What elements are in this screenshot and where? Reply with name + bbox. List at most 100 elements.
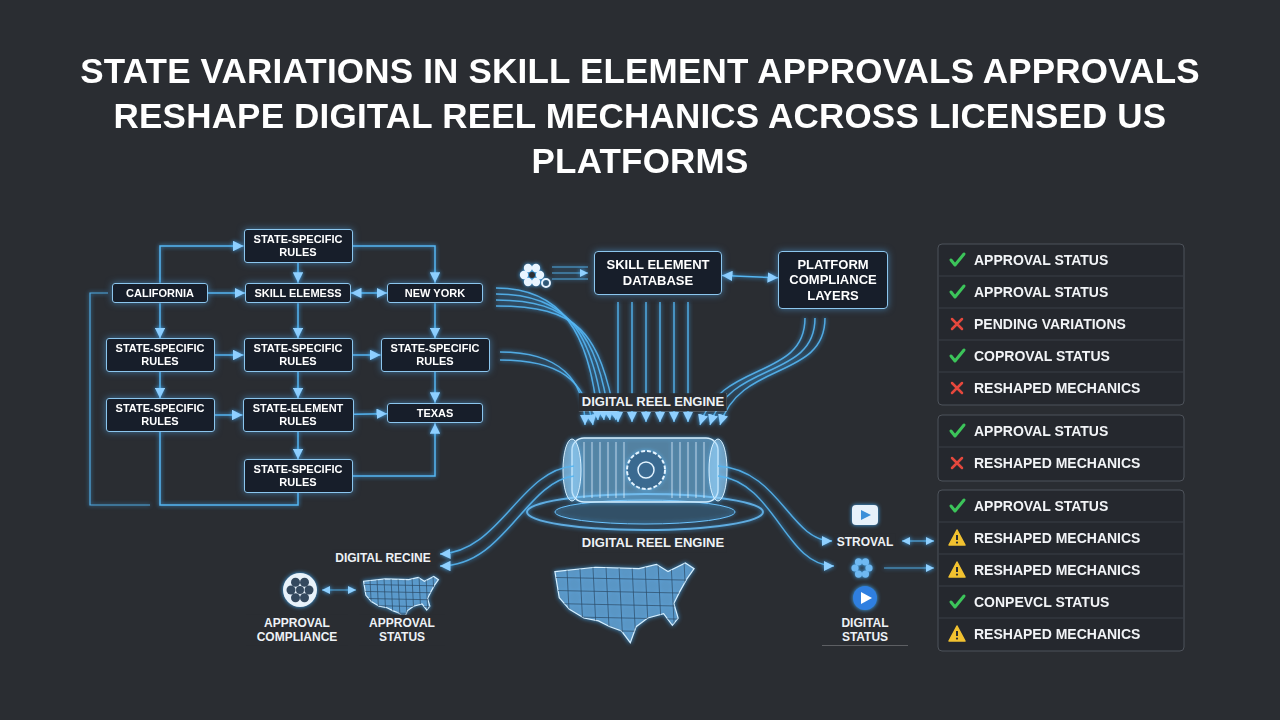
icon-dot — [296, 586, 304, 594]
rule-box: STATE-ELEMENT RULES — [243, 398, 354, 431]
state-border — [552, 590, 697, 593]
no-icon — [952, 319, 962, 329]
state-border — [645, 560, 649, 647]
flow-connector — [208, 292, 245, 294]
state-border — [552, 643, 697, 646]
rule-box: STATE-SPECIFIC RULES — [381, 338, 490, 371]
status-row: CONPEVCL STATUS — [974, 594, 1109, 611]
state-border — [580, 560, 584, 647]
flow-connector — [353, 423, 436, 476]
rule-box: STATE-SPECIFIC RULES — [106, 398, 215, 431]
icon-dot — [287, 586, 296, 595]
warning-triangle — [949, 530, 965, 545]
box-text: TEXAS — [395, 407, 475, 420]
engine-cap — [563, 439, 581, 501]
icon-petal — [855, 558, 862, 565]
rule-box: CALIFORNIA — [112, 283, 208, 304]
warn-icon — [949, 530, 965, 545]
diagram-label: DIGITAL STATUS — [822, 615, 908, 646]
status-row: APPROVAL STATUS — [974, 498, 1108, 515]
status-row: APPROVAL STATUS — [974, 252, 1108, 269]
ok-icon — [951, 286, 964, 297]
diagram-label: APPROVAL STATUS — [359, 615, 445, 646]
status-row: APPROVAL STATUS — [974, 423, 1108, 440]
flow-line — [718, 466, 832, 541]
icon-petal — [855, 570, 862, 577]
icon-petal — [532, 264, 540, 272]
ok-icon — [951, 254, 964, 265]
warning-dot — [956, 542, 958, 544]
row-divider — [939, 340, 1183, 341]
engine-glow-inner — [555, 500, 735, 524]
system-box: SKILL ELEMENT DATABASE — [594, 251, 722, 294]
box-text: STATE-SPECIFIC RULES — [389, 342, 482, 367]
engine-ring — [680, 442, 681, 498]
flow-connector — [297, 372, 299, 399]
box-text: STATE-SPECIFIC RULES — [114, 342, 207, 367]
state-border — [619, 560, 623, 647]
flow-line — [500, 352, 585, 425]
icon-dot — [291, 593, 300, 602]
engine-ring — [704, 442, 705, 498]
engine-body — [572, 438, 718, 502]
icon-dot — [300, 578, 309, 587]
box-text: PLATFORM COMPLIANCE LAYERS — [787, 257, 879, 304]
play-triangle — [861, 592, 872, 604]
network-icon — [520, 264, 550, 287]
flow-connector — [297, 303, 299, 338]
diagram-title: STATE VARIATIONS IN SKILL ELEMENT APPROV… — [60, 48, 1220, 183]
video-icon — [852, 505, 878, 525]
state-border — [632, 560, 636, 647]
cross-mark — [952, 383, 962, 393]
check-mark — [951, 596, 964, 607]
engine-ring — [592, 442, 593, 498]
illustration — [90, 264, 934, 647]
flow-line — [902, 540, 934, 541]
check-mark — [951, 500, 964, 511]
flow-connector — [297, 263, 299, 283]
system-box: PLATFORM COMPLIANCE LAYERS — [778, 251, 888, 310]
state-border — [552, 630, 697, 633]
play-icon — [853, 586, 877, 610]
icon-dot — [305, 586, 314, 595]
status-panel — [938, 415, 1184, 481]
icon-petal — [532, 278, 540, 286]
box-text: STATE-SPECIFIC RULES — [252, 342, 345, 367]
warning-dot — [956, 574, 958, 576]
compliance-icon — [283, 573, 317, 607]
state-border — [362, 591, 440, 593]
warning-bar — [956, 631, 958, 636]
engine-ring — [696, 442, 697, 498]
row-divider — [939, 554, 1183, 555]
status-row: RESHAPED MECHANICS — [974, 562, 1140, 579]
flow-line — [440, 466, 574, 554]
flow-connector — [353, 354, 381, 356]
no-icon — [952, 458, 962, 468]
warning-triangle — [949, 626, 965, 641]
flow-connector — [159, 303, 161, 338]
icon-petal — [862, 558, 869, 565]
status-row: PENDING VARIATIONS — [974, 316, 1126, 333]
warn-icon — [949, 562, 965, 577]
row-divider — [939, 522, 1183, 523]
cross-mark — [952, 458, 962, 468]
reel-engine — [527, 438, 763, 530]
play-disc — [853, 586, 877, 610]
flow-connector — [353, 246, 436, 283]
row-divider — [939, 586, 1183, 587]
status-row: RESHAPED MECHANICS — [974, 455, 1140, 472]
flow-connector — [215, 354, 244, 356]
flow-line — [552, 266, 588, 267]
engine-cap — [709, 439, 727, 501]
status-panels — [938, 244, 1184, 651]
flow-connector — [434, 372, 436, 403]
box-text: STATE-ELEMENT RULES — [251, 402, 346, 427]
engine-ring — [600, 442, 601, 498]
engine-ring — [584, 442, 585, 498]
state-border — [658, 560, 662, 647]
video-frame — [852, 505, 878, 525]
ok-icon — [951, 596, 964, 607]
status-panel — [938, 244, 1184, 405]
rule-box: SKILL ELEMESS — [245, 283, 351, 304]
box-text: SKILL ELEMESS — [253, 287, 343, 300]
